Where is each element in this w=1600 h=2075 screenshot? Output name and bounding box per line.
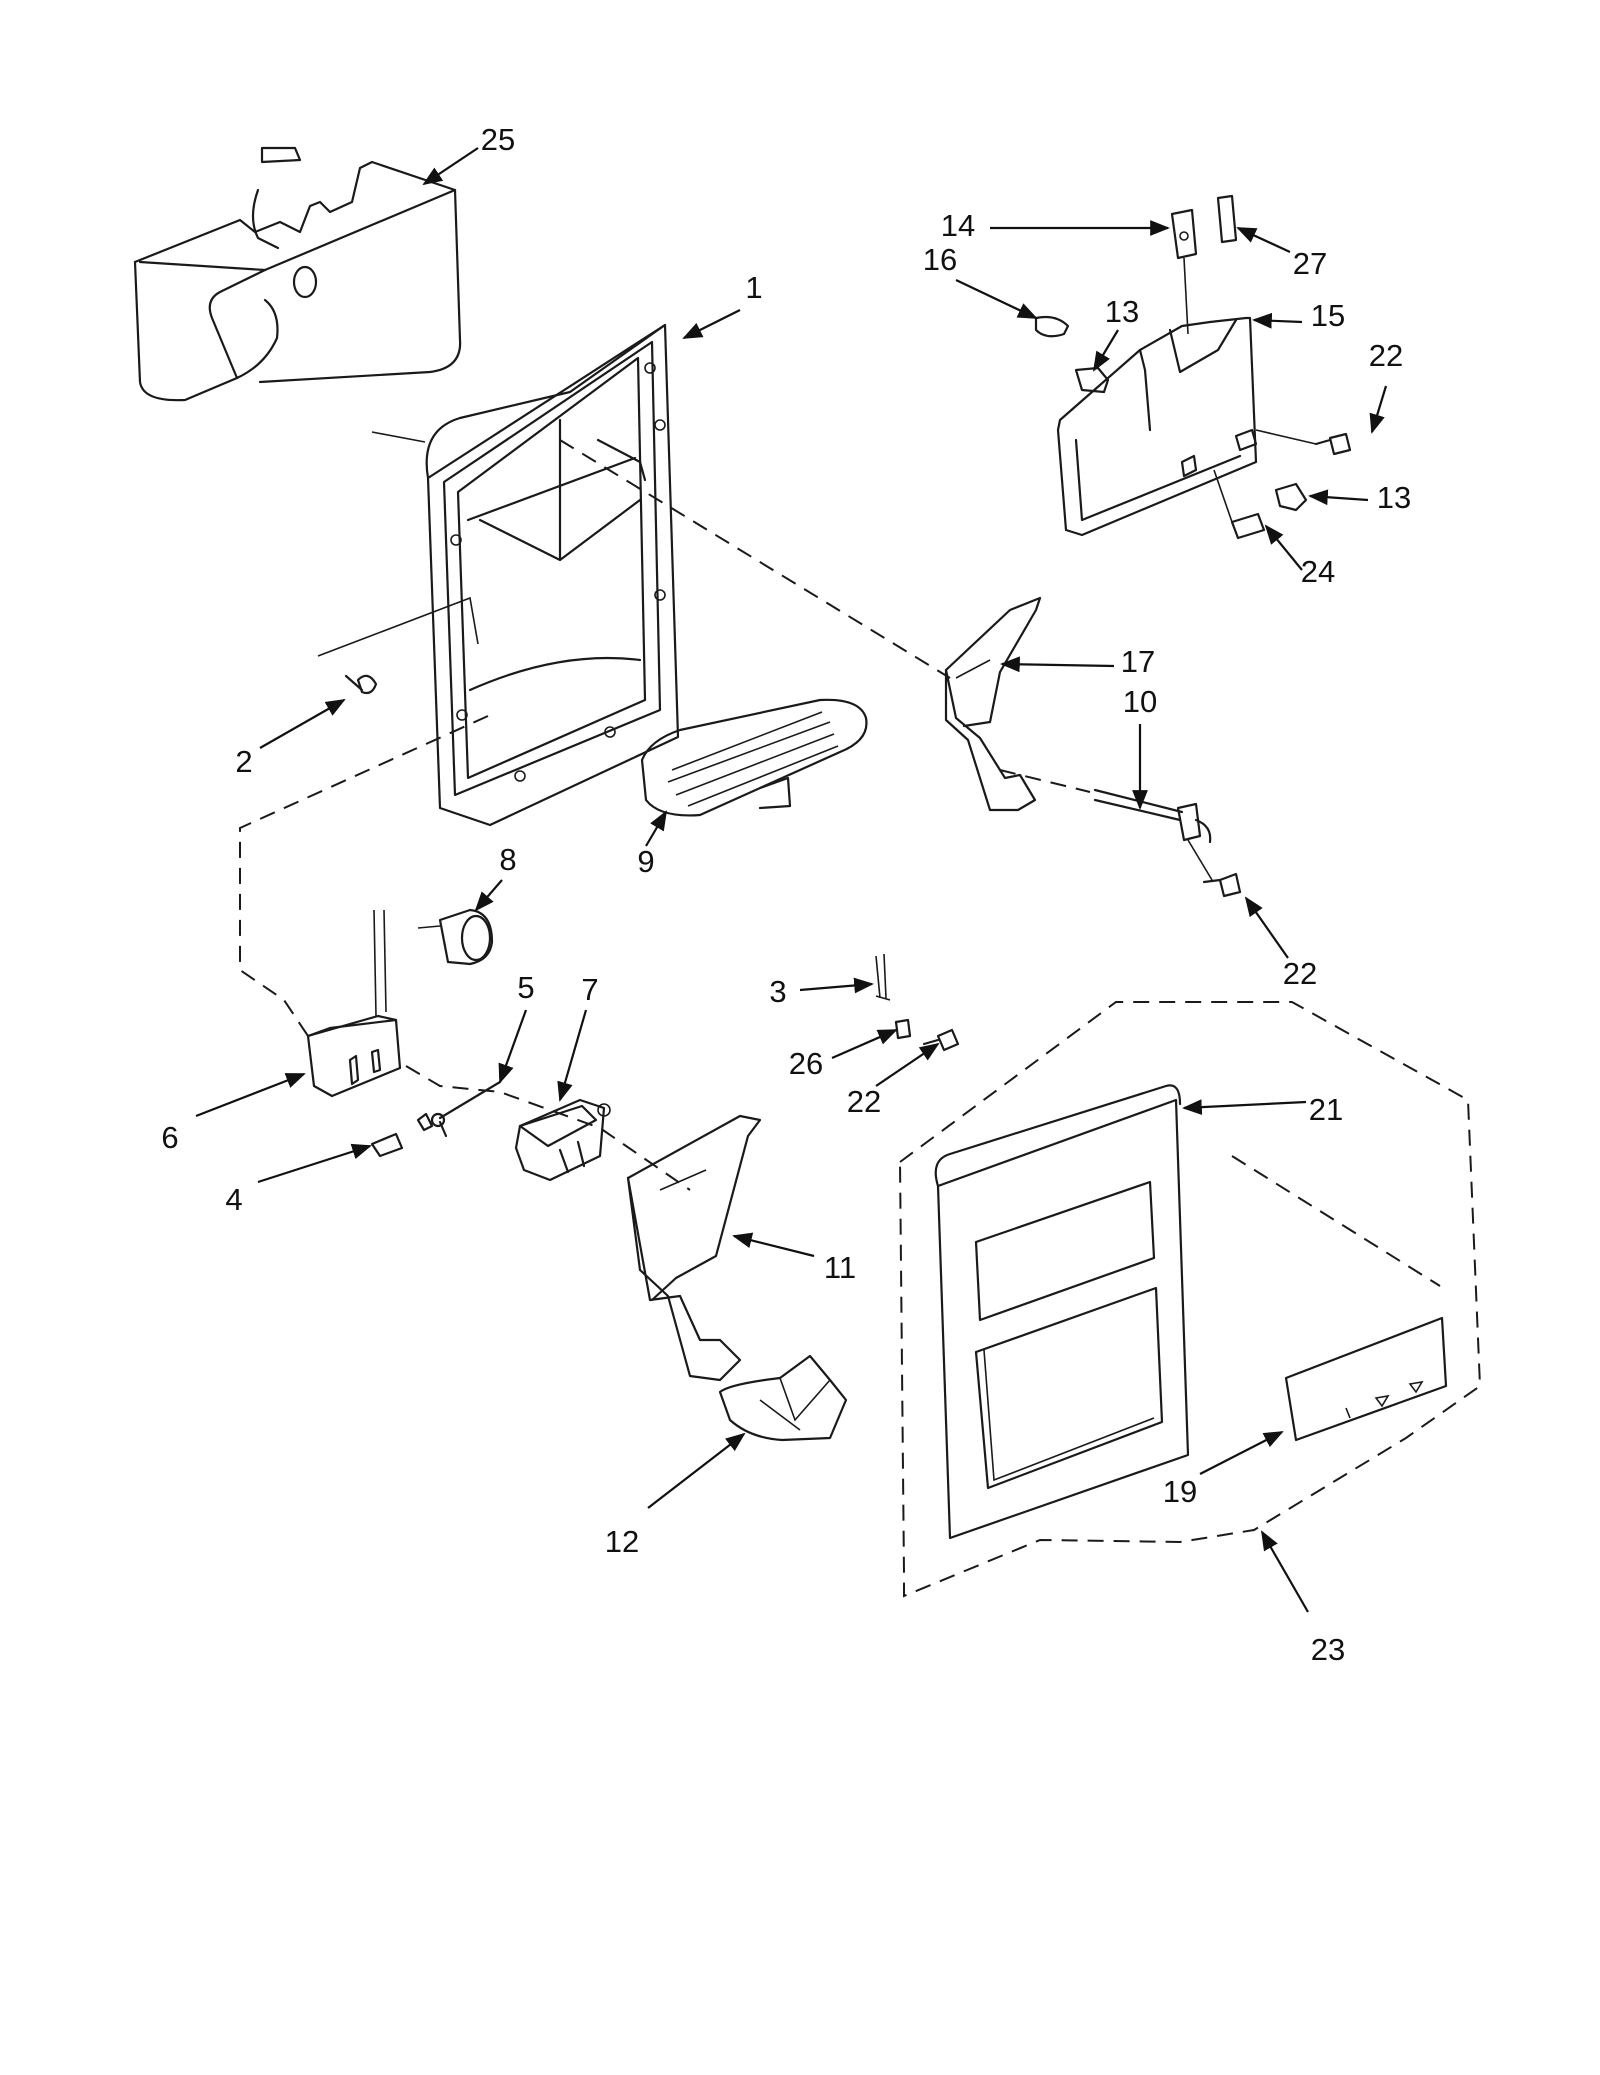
callout-8: 8	[499, 842, 516, 877]
part-9-grille	[640, 698, 868, 817]
callout-16: 16	[923, 242, 957, 277]
callout-25: 25	[481, 122, 515, 157]
callout-22-mid: 22	[1283, 956, 1317, 991]
callout-labels: 25 14 27 16 13 15 22 1 13 24 17 2 10 9 8…	[161, 122, 1411, 1667]
part-16-bulb	[1034, 315, 1070, 338]
callout-7: 7	[581, 972, 598, 1007]
callout-4: 4	[225, 1182, 242, 1217]
part-3-clip	[875, 953, 891, 1001]
part-21-front-panel	[934, 1084, 1190, 1540]
part-17-lever	[944, 596, 1042, 812]
callout-10: 10	[1123, 684, 1157, 719]
callout-15: 15	[1311, 298, 1345, 333]
part-5-pin	[430, 1080, 502, 1128]
part-15-control-housing	[1056, 316, 1258, 537]
callout-2: 2	[235, 744, 252, 779]
callout-27: 27	[1293, 246, 1327, 281]
callout-17: 17	[1121, 644, 1155, 679]
callout-1: 1	[745, 270, 762, 305]
callout-12: 12	[605, 1524, 639, 1559]
part-2-screw	[317, 596, 479, 695]
callout-26: 26	[789, 1046, 823, 1081]
callout-19: 19	[1163, 1474, 1197, 1509]
part-7-bracket	[514, 1098, 611, 1182]
part-13-socket-lower	[1274, 482, 1308, 512]
construction-lines	[239, 439, 1482, 1598]
callout-5: 5	[517, 970, 534, 1005]
part-25-cover	[133, 146, 462, 443]
part-13-socket-upper	[1074, 366, 1110, 394]
part-1-housing	[425, 323, 680, 827]
callout-6: 6	[161, 1120, 178, 1155]
callout-24: 24	[1301, 554, 1335, 589]
part-24-switch	[1213, 469, 1266, 540]
callout-22-lower: 22	[847, 1084, 881, 1119]
part-10-rod	[1093, 788, 1212, 844]
callout-leaders	[195, 147, 1388, 1613]
callout-13-lower: 13	[1377, 480, 1411, 515]
part-11-lever	[626, 1114, 762, 1382]
callout-13-upper: 13	[1105, 294, 1139, 329]
part-19-label	[1284, 1316, 1448, 1442]
callout-22-upper: 22	[1369, 338, 1403, 373]
callout-21: 21	[1309, 1092, 1343, 1127]
part-22-screw-upper	[1255, 429, 1352, 456]
part-4-spring	[370, 1112, 448, 1158]
callout-14: 14	[941, 208, 975, 243]
part-12-tray	[718, 1354, 848, 1442]
part-8-motor	[417, 908, 494, 966]
part-26-plate	[894, 1018, 912, 1040]
callout-3: 3	[769, 974, 786, 1009]
callout-23: 23	[1311, 1632, 1345, 1667]
part-14-switch	[1170, 208, 1198, 335]
part-6-box	[306, 909, 402, 1098]
part-27-plate	[1216, 194, 1238, 244]
callout-11: 11	[824, 1250, 856, 1285]
callout-9: 9	[637, 844, 654, 879]
part-22-screw-lower	[922, 1028, 960, 1052]
part-22-screw-mid	[1187, 839, 1242, 898]
